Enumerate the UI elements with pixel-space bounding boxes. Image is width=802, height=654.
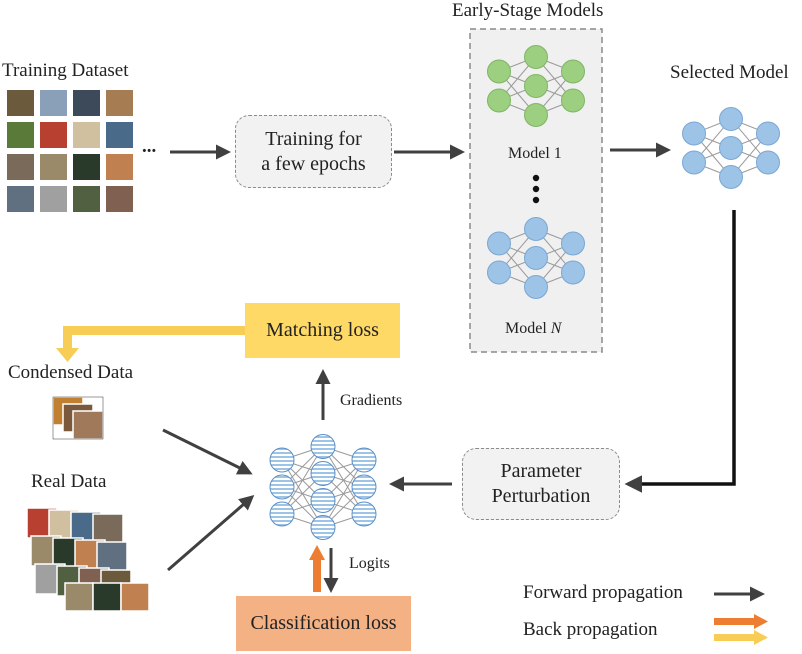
thumbnail-image	[40, 154, 67, 180]
network-node	[561, 88, 585, 113]
model-n-network	[487, 217, 585, 299]
arrow-selected-to-perturbation	[624, 210, 736, 493]
thumbnail-image	[7, 154, 34, 180]
network-node	[269, 501, 295, 527]
network-node	[756, 121, 780, 146]
network-node	[269, 447, 295, 473]
thumbnail-image	[40, 186, 67, 212]
network-node	[310, 434, 336, 459]
matching-arrow-head	[56, 348, 79, 362]
matching-arrow-vertical	[63, 326, 72, 354]
thumbnail-image	[73, 154, 100, 180]
network-node	[351, 501, 377, 527]
network-node	[310, 461, 336, 486]
network-node	[682, 121, 706, 146]
network-node	[351, 447, 377, 473]
backprop-arrow-shaft	[313, 558, 321, 592]
thumbnail-image	[7, 122, 34, 148]
thumbnail-image	[96, 541, 128, 573]
training-box-line1: Training for	[265, 127, 362, 150]
thumbnail-image	[73, 122, 100, 148]
network-node	[524, 246, 548, 270]
thumbnail-image	[92, 582, 122, 612]
network-node	[719, 136, 743, 160]
legend-back-arrow-yellow	[714, 634, 756, 641]
network-node	[719, 107, 743, 131]
network-node	[269, 474, 295, 500]
training-box-line2: a few epochs	[261, 152, 366, 175]
legend-forward-label: Forward propagation	[523, 582, 683, 603]
real-data-images	[26, 507, 150, 612]
arrow-condensed-to-student	[162, 428, 253, 475]
parameter-perturbation-box: Parameter Perturbation	[462, 448, 620, 520]
condensed-data-label: Condensed Data	[8, 362, 134, 383]
thumbnail-image	[40, 90, 67, 116]
network-node	[487, 260, 511, 285]
training-dataset-images	[7, 90, 133, 212]
thumbnail-image	[7, 90, 34, 116]
ellipsis-dot	[532, 174, 540, 182]
param-line1: Parameter	[500, 460, 582, 482]
network-node	[524, 103, 548, 127]
classification-loss-box: Classification loss	[236, 596, 411, 651]
network-node	[351, 474, 377, 500]
network-node	[524, 275, 548, 299]
matching-arrow-horizontal	[63, 326, 245, 335]
thumbnail-image	[64, 582, 94, 612]
network-node	[561, 260, 585, 285]
backprop-arrow-head	[309, 545, 325, 560]
training-dataset-label: Training Dataset	[2, 60, 129, 81]
network-node	[524, 45, 548, 69]
gradients-label: Gradients	[340, 392, 403, 409]
network-node	[524, 74, 548, 98]
early-stage-models-label: Early-Stage Models	[452, 0, 604, 21]
model-1-network	[487, 45, 585, 127]
selected-model-label: Selected Model	[670, 62, 789, 83]
network-edge	[281, 446, 324, 515]
thumbnail-image	[106, 122, 133, 148]
model-n-variable: N	[550, 320, 562, 337]
real-data-label: Real Data	[31, 471, 107, 492]
network-node	[756, 150, 780, 175]
condensed-data-images	[52, 396, 104, 440]
legend-back-label: Back propagation	[523, 619, 658, 640]
network-edge	[322, 459, 365, 528]
legend-back-arrow-yellow-head	[754, 630, 768, 645]
legend-back-arrow-orange-head	[754, 614, 768, 629]
network-node	[561, 231, 585, 256]
network-node	[682, 150, 706, 175]
thumbnail-image	[106, 154, 133, 180]
network-node	[487, 88, 511, 113]
model-1-label: Model 1	[508, 145, 562, 162]
logits-label: Logits	[349, 555, 390, 572]
model-n-label: Model N	[505, 320, 561, 338]
student-network	[269, 434, 377, 540]
network-node	[719, 165, 743, 189]
thumbnail-image	[40, 122, 67, 148]
network-node	[561, 59, 585, 84]
thumbnail-image	[120, 582, 150, 612]
param-line2: Perturbation	[491, 485, 591, 507]
matching-loss-box: Matching loss	[245, 303, 400, 358]
ellipsis-dot	[532, 196, 540, 204]
network-node	[487, 231, 511, 256]
thumbnail-image	[106, 90, 133, 116]
thumbnail-image	[106, 186, 133, 212]
legend-back-arrow-orange	[714, 618, 756, 625]
thumbnail-image	[73, 186, 100, 212]
dataset-ellipsis: ...	[142, 136, 157, 157]
network-node	[487, 59, 511, 84]
arrow-real-to-student	[167, 495, 255, 572]
training-box: Training for a few epochs	[235, 115, 392, 188]
ellipsis-dot	[532, 185, 540, 193]
thumbnail-image	[7, 186, 34, 212]
network-node	[310, 488, 336, 513]
network-node	[524, 217, 548, 241]
network-node	[310, 515, 336, 540]
selected-model-network	[682, 107, 780, 189]
model-n-prefix: Model	[505, 320, 551, 337]
thumbnail-image	[73, 90, 100, 116]
